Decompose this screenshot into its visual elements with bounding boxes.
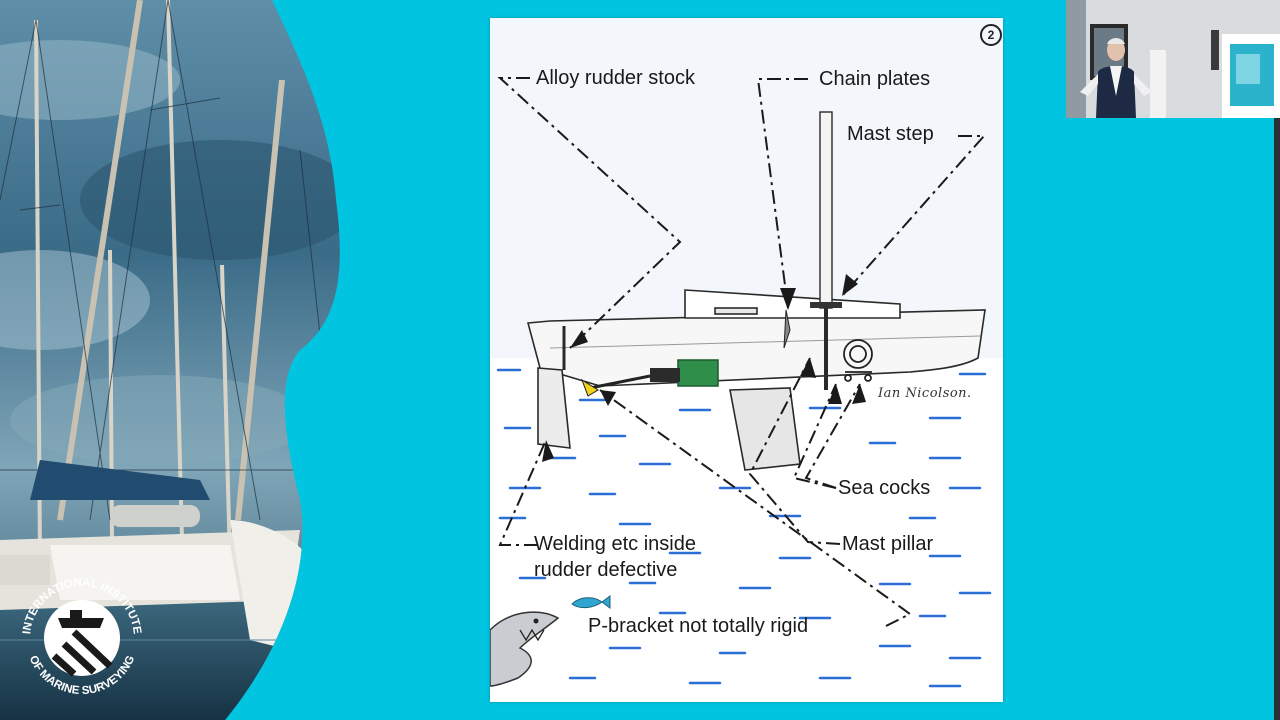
sea-cock-wheel xyxy=(843,339,873,382)
callout-mast-step: Mast step xyxy=(847,123,934,145)
shark-drawing xyxy=(490,611,560,687)
mast xyxy=(819,111,833,309)
chain-plate xyxy=(783,309,791,349)
window-edge xyxy=(1274,118,1280,720)
callout-chain-plates: Chain plates xyxy=(819,68,931,90)
water-dashes xyxy=(496,366,992,688)
presenter-webcam xyxy=(1066,0,1280,118)
iims-logo: INTERNATIONAL INSTITUTE OF MARINE SURVEY… xyxy=(12,568,152,708)
callout-lines xyxy=(497,77,987,627)
boat-diagram-card: 2 Alloy rudder stock Chain plates Mast s… xyxy=(490,18,1003,702)
callout-sea-cocks: Sea cocks xyxy=(838,477,931,499)
callout-welding-line1: Welding etc inside xyxy=(534,533,696,555)
callout-welding-line2: rudder defective xyxy=(534,559,678,581)
callout-p-bracket: P-bracket not totally rigid xyxy=(588,615,809,637)
presenter-video-frame xyxy=(1066,0,1280,118)
small-fish-drawing xyxy=(571,595,611,609)
yacht-hull xyxy=(526,289,986,471)
engine xyxy=(589,359,719,390)
mast-step-plate xyxy=(810,302,842,308)
boat-diagram xyxy=(490,18,1003,688)
marina-photo-panel: INTERNATIONAL INSTITUTE OF MARINE SURVEY… xyxy=(0,0,350,720)
callout-arrowheads xyxy=(542,274,866,462)
page-number-badge: 2 xyxy=(980,24,1002,46)
marina-photo xyxy=(0,0,340,720)
callout-mast-pillar: Mast pillar xyxy=(842,533,934,555)
artist-signature: Ian Nicolson. xyxy=(878,386,972,401)
callout-alloy-rudder-stock: Alloy rudder stock xyxy=(536,67,695,89)
propeller xyxy=(581,378,599,397)
